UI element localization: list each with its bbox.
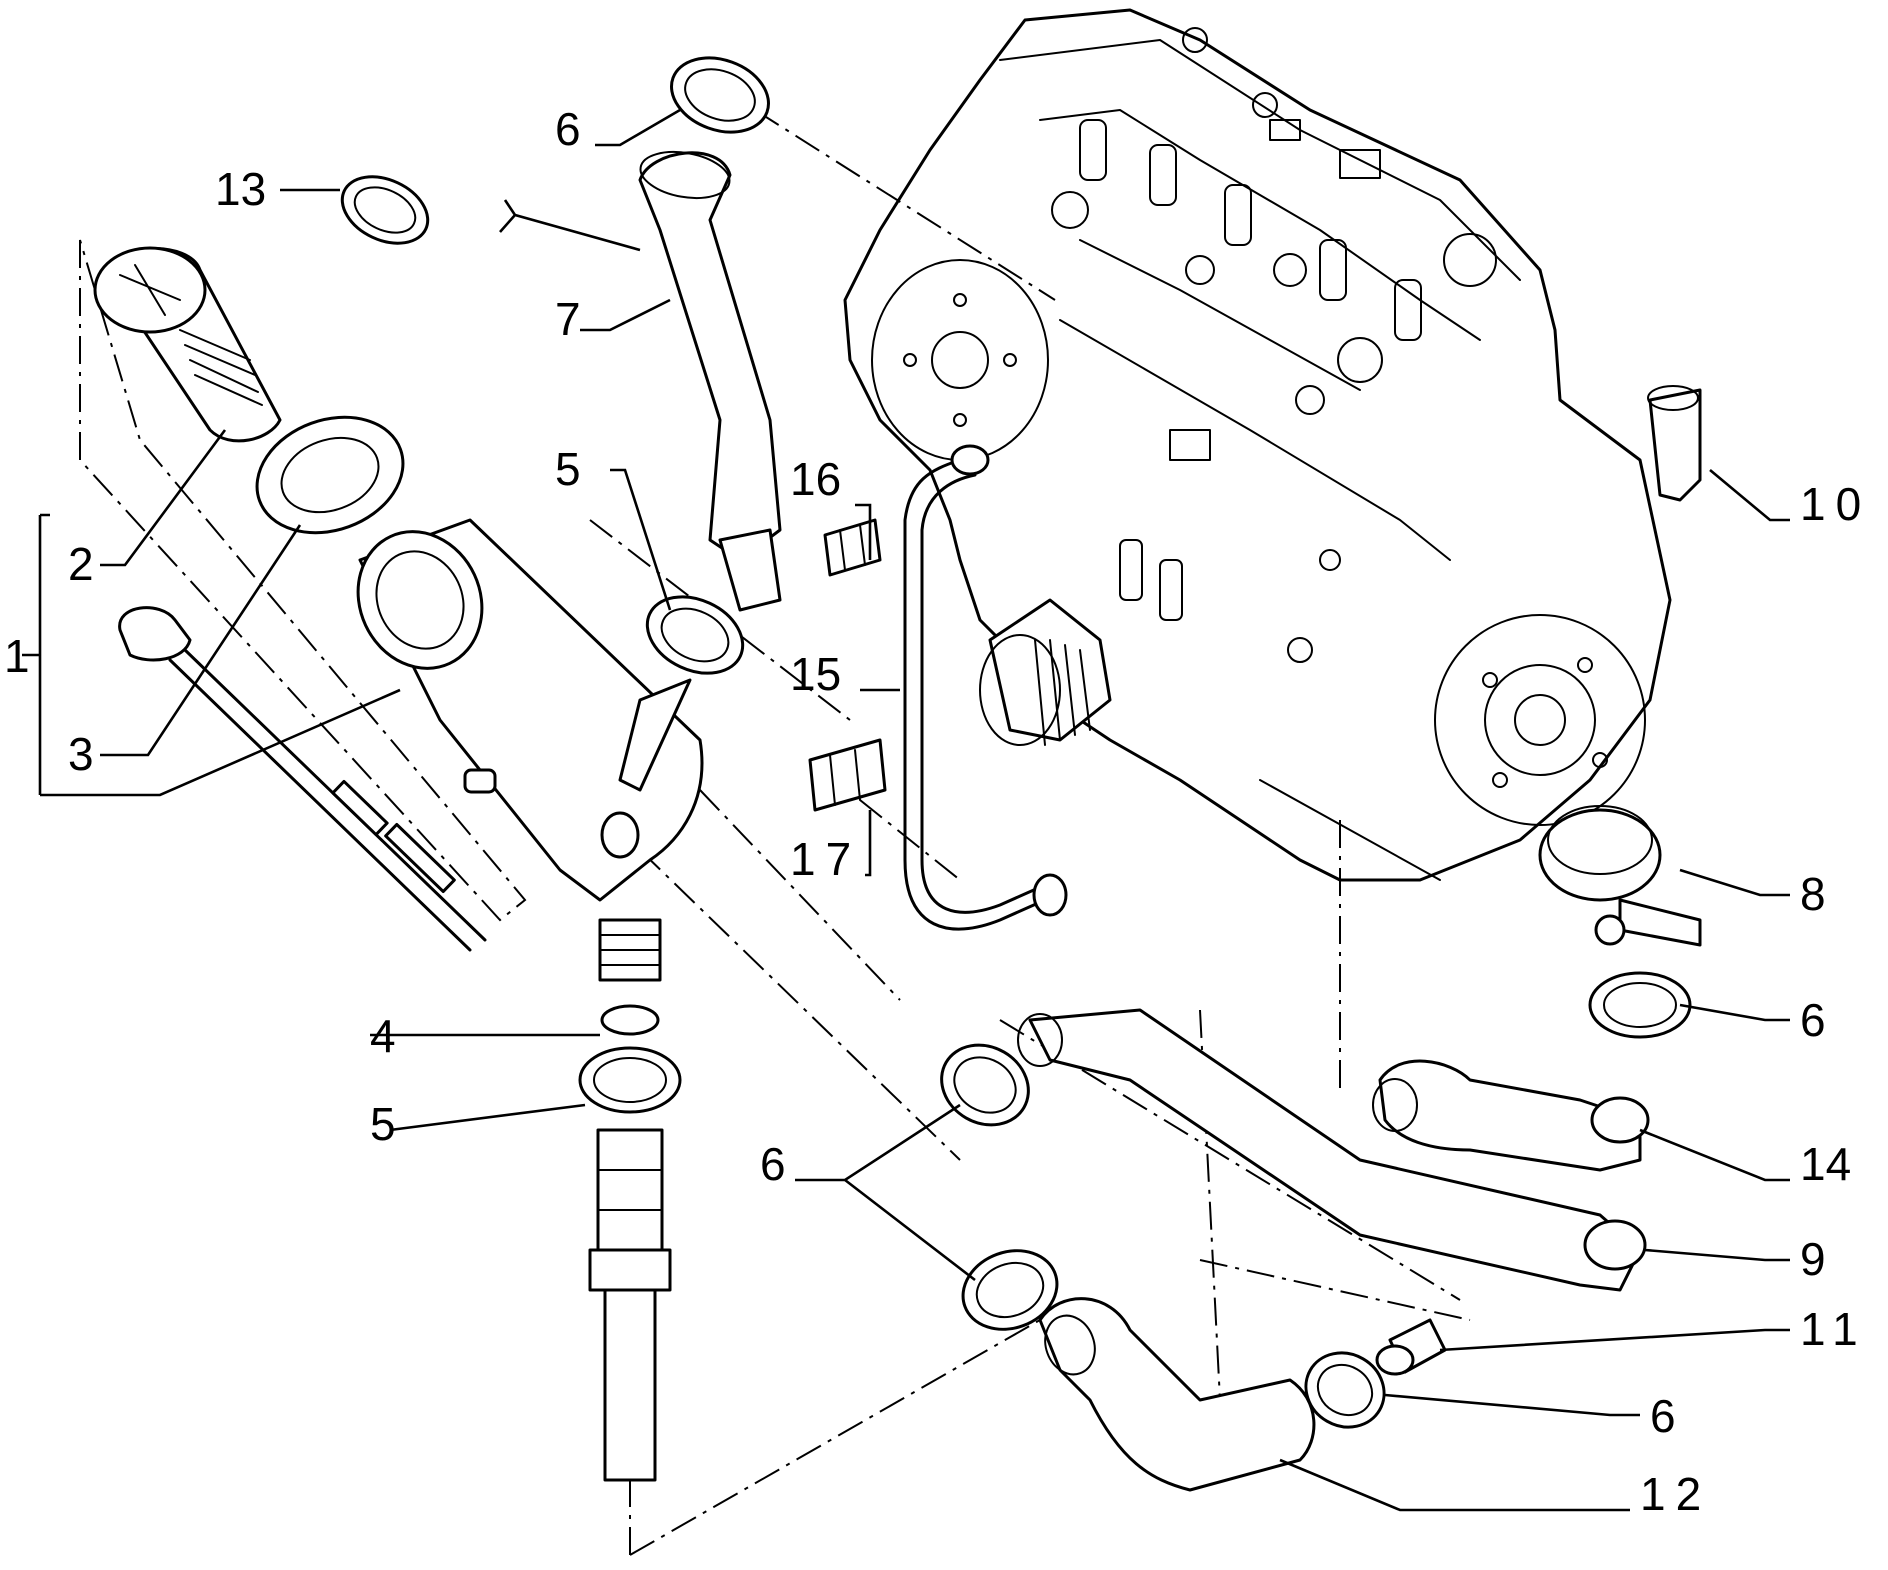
hose-part-14 [1372,1059,1650,1172]
pipe-part-15 [903,444,1068,931]
dipstick-tube [588,1128,672,1482]
leader-lines [22,108,1790,1512]
hose-part-12 [1038,1297,1316,1492]
callout-11: 11 [1800,1303,1868,1355]
filler-cap-part-2 [93,246,282,443]
callout-7: 7 [555,293,581,345]
hose-part-9 [1017,1008,1647,1292]
callout-2: 2 [68,538,94,590]
connector-part-10 [1647,385,1702,502]
callout-3: 3 [68,728,94,780]
seal-ring-part-3 [255,415,405,535]
pipe-clips [808,518,887,812]
callout-12: 12 [1640,1468,1711,1520]
callout-13: 13 [215,163,266,215]
callout-6b: 6 [760,1138,786,1190]
callout-5a: 5 [555,443,581,495]
o-ring-part-4 [600,1004,660,1036]
callout-14: 14 [1800,1138,1851,1190]
valve-part-8 [1538,805,1702,947]
callout-10: 10 [1800,478,1871,530]
callout-15: 15 [790,648,841,700]
hose-clamps [340,56,1692,1429]
engine-block [843,8,1672,882]
fitting-part-11 [1375,1318,1447,1376]
callout-6a: 6 [555,103,581,155]
callout-16: 16 [790,453,841,505]
oil-filler-neck [356,518,704,982]
callout-labels: 1 2 3 4 5 5 6 6 6 6 7 8 9 10 11 12 13 14… [4,103,1871,1520]
callout-4: 4 [370,1010,396,1062]
breather-hose-part-7 [638,150,782,612]
assembly-dash-lines [79,109,1471,1556]
callout-17: 17 [790,833,861,885]
callout-6c: 6 [1800,994,1826,1046]
callout-5b: 5 [370,1098,396,1150]
callout-1: 1 [4,630,30,682]
callout-9: 9 [1800,1233,1826,1285]
dipstick [118,606,487,952]
callout-6d: 6 [1650,1390,1676,1442]
callout-8: 8 [1800,868,1826,920]
